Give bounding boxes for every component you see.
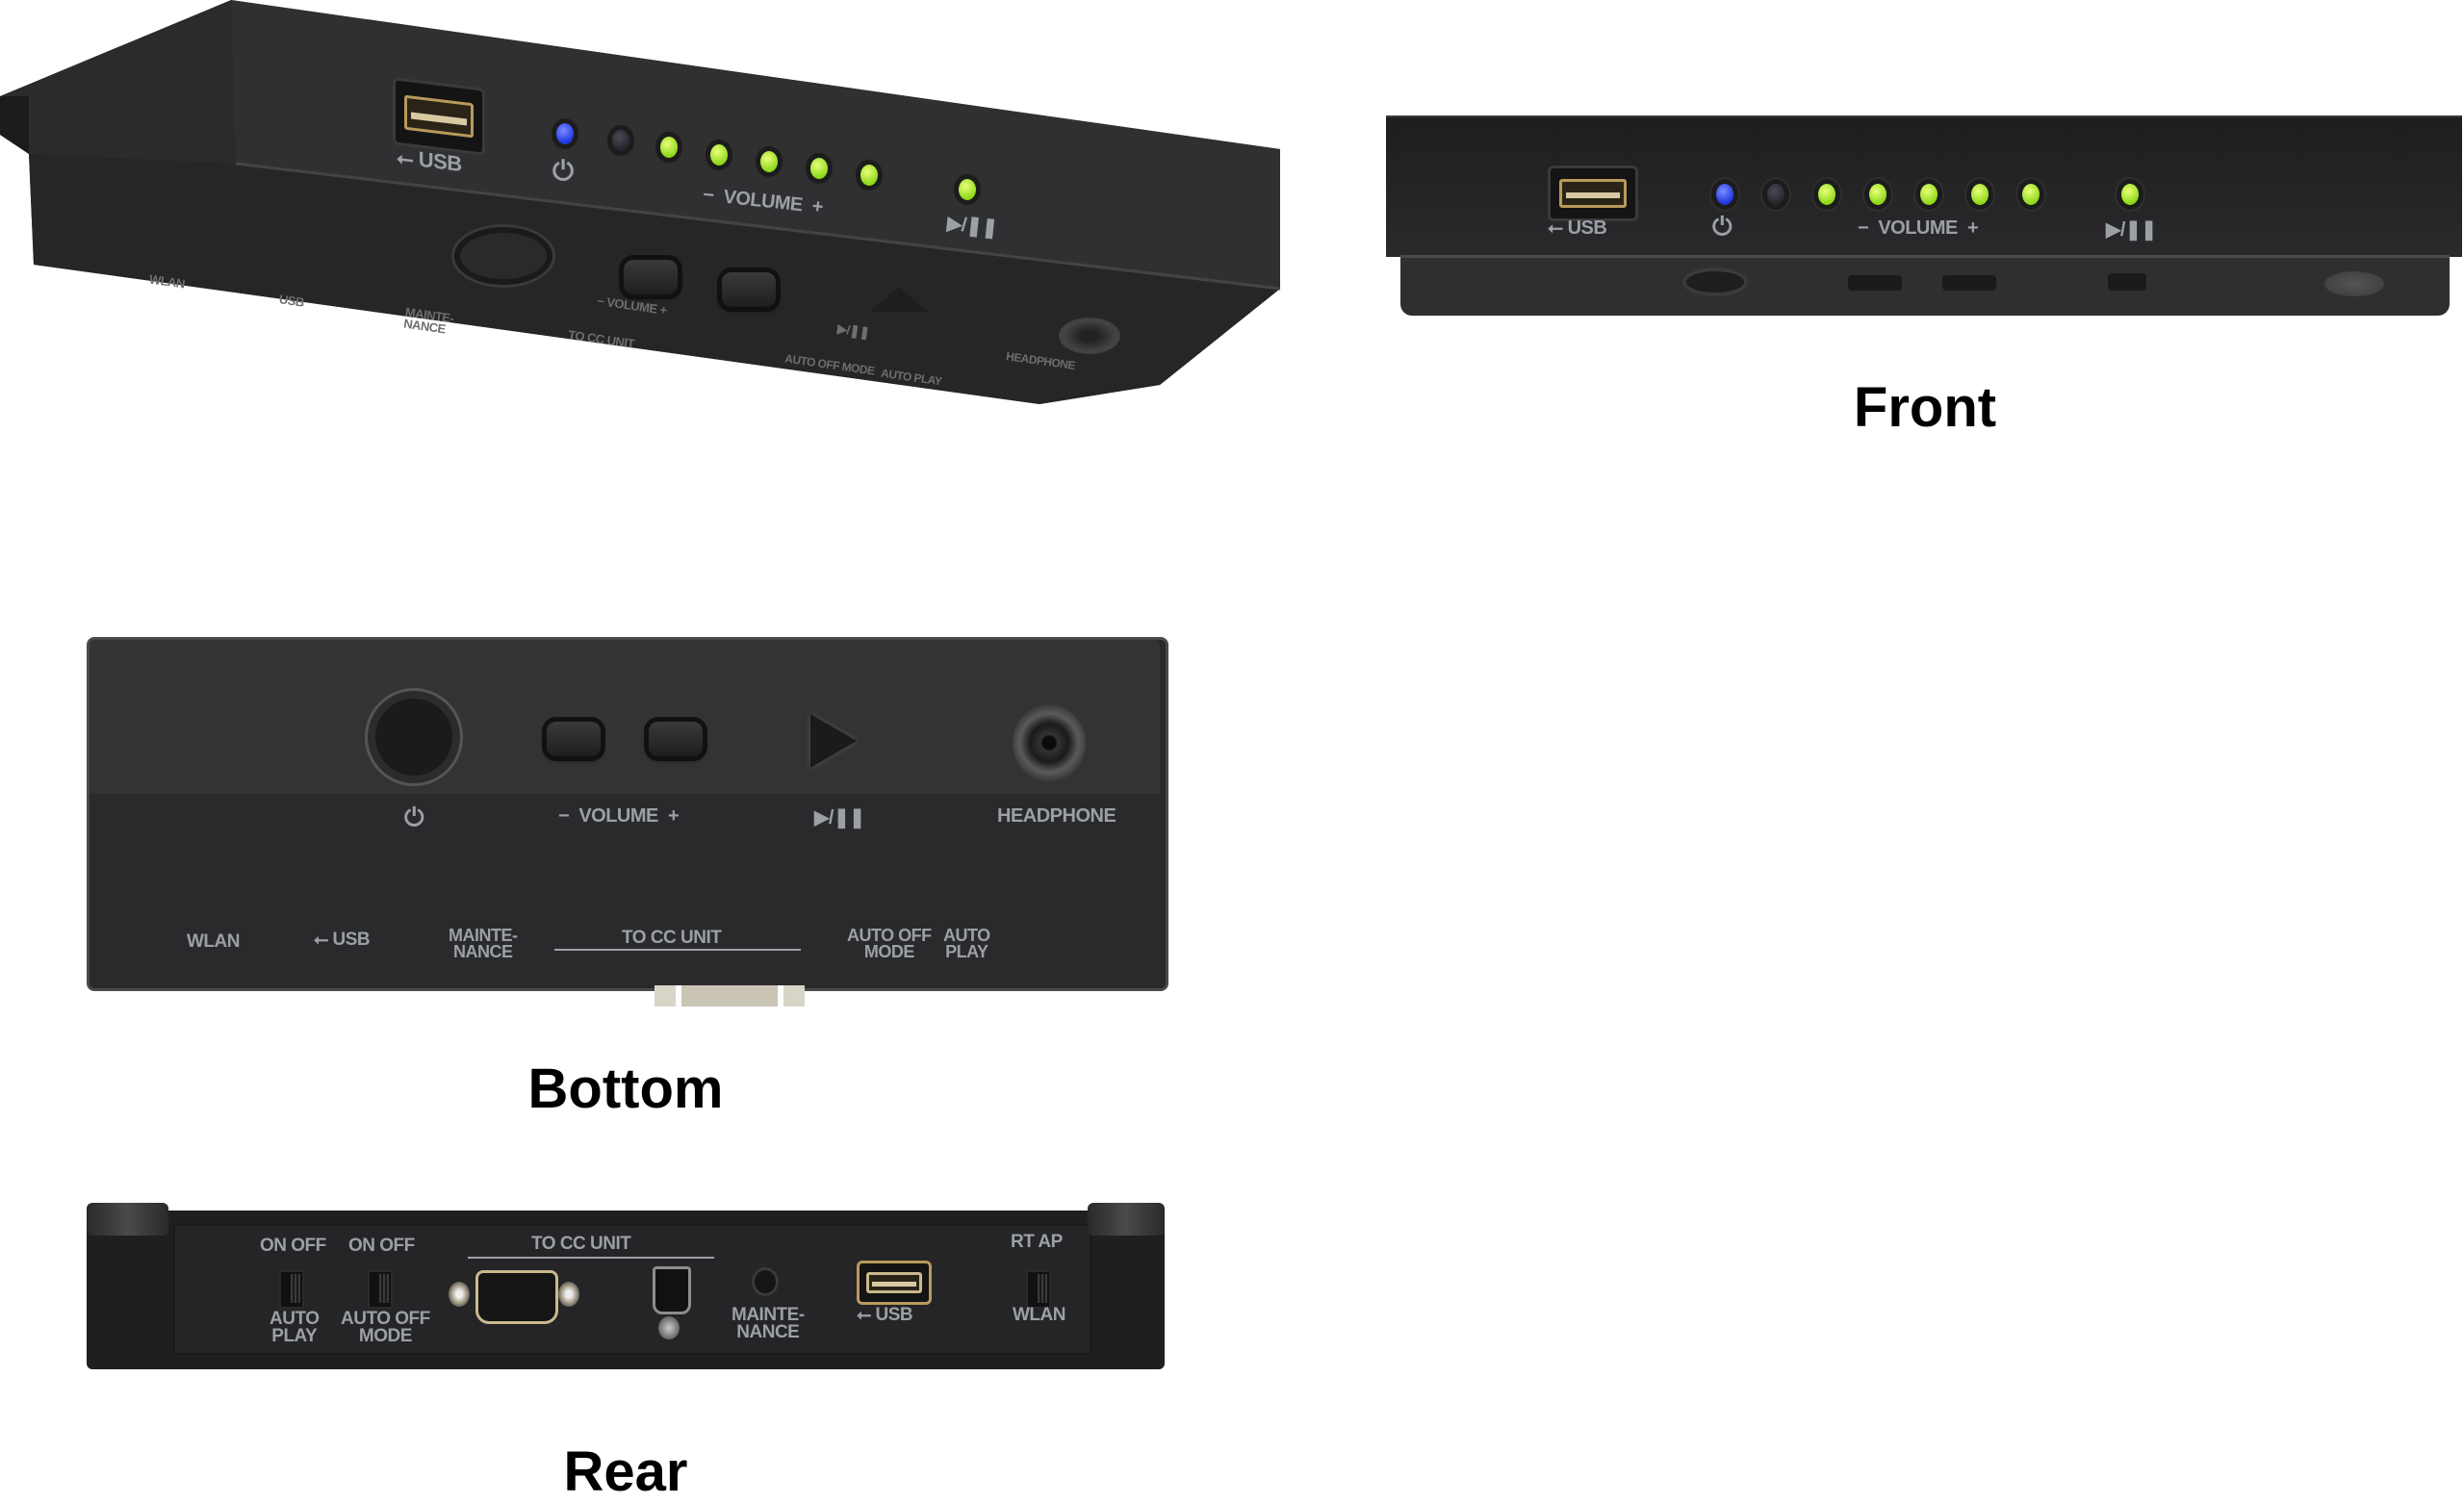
led-volume-4 bbox=[810, 158, 828, 179]
headphone-jack[interactable] bbox=[2324, 271, 2384, 296]
caption-front: Front bbox=[1853, 376, 1997, 439]
led-volume-3 bbox=[1920, 184, 1938, 205]
usb-b-port[interactable] bbox=[653, 1266, 691, 1314]
volume-up-button[interactable] bbox=[1942, 275, 1996, 291]
volume-label: − VOLUME + bbox=[558, 805, 680, 827]
led-volume-1 bbox=[660, 137, 678, 158]
volume-up-button[interactable] bbox=[722, 272, 776, 307]
play-pause-button[interactable] bbox=[2108, 273, 2146, 291]
power-icon: ⏻ bbox=[1712, 212, 1732, 241]
maintenance-label: MAINTE-NANCE bbox=[449, 926, 518, 961]
maintenance-label: MAINTE-NANCE bbox=[732, 1305, 805, 1342]
vga-screw-right bbox=[558, 1282, 579, 1307]
vga-connector-edge bbox=[654, 985, 805, 1007]
usb-icon: ⭠ bbox=[397, 145, 414, 172]
led-play-pause bbox=[2121, 184, 2139, 205]
to-cc-unit-label: TO CC UNIT bbox=[622, 928, 722, 948]
led-volume-4 bbox=[1971, 184, 1989, 205]
usb-label: ⭠ USB bbox=[857, 1305, 913, 1325]
usb-icon: ⭠ bbox=[857, 1305, 871, 1325]
front-view: ⭠ USB ⏻ − VOLUME + ▶/❚❚ bbox=[1386, 115, 2464, 318]
led-volume-2 bbox=[1869, 184, 1886, 205]
wlan-label: WLAN bbox=[187, 931, 240, 952]
headphone-label: HEADPHONE bbox=[997, 805, 1116, 827]
led-volume-2 bbox=[710, 144, 728, 166]
led-play-pause bbox=[959, 179, 976, 200]
headphone-jack[interactable] bbox=[1059, 318, 1120, 354]
led-status bbox=[612, 130, 629, 151]
play-pause-label: ▶/❚❚ bbox=[945, 213, 999, 240]
play-pause-button[interactable] bbox=[810, 714, 857, 768]
rear-foot-left bbox=[87, 1203, 168, 1236]
wlan-label: WLAN bbox=[1013, 1305, 1065, 1325]
maintenance-button[interactable] bbox=[755, 1270, 776, 1293]
led-power bbox=[556, 123, 574, 144]
usb-port[interactable] bbox=[1548, 166, 1638, 221]
autooff-onoff-label: ON OFF bbox=[348, 1236, 415, 1256]
caption-rear: Rear bbox=[563, 1440, 688, 1503]
bottom-view: ⏻ − VOLUME + ▶/❚❚ HEADPHONE WLAN ⭠ USB M… bbox=[87, 637, 1168, 1007]
wlan-mode-label: RT AP bbox=[1011, 1232, 1063, 1252]
play-pause-button[interactable] bbox=[870, 287, 928, 312]
rear-panel-inset bbox=[173, 1224, 1091, 1355]
volume-down-button[interactable] bbox=[1848, 275, 1902, 291]
to-cc-unit-label: TO CC UNIT bbox=[531, 1234, 631, 1254]
power-button[interactable] bbox=[460, 233, 547, 279]
vga-screw-left bbox=[449, 1282, 470, 1307]
power-button[interactable] bbox=[1686, 271, 1744, 293]
led-volume-1 bbox=[1818, 184, 1835, 205]
usb-icon: ⭠ bbox=[314, 930, 328, 950]
usb-a-port[interactable] bbox=[857, 1261, 932, 1305]
led-power bbox=[1716, 184, 1733, 205]
autoplay-onoff-label: ON OFF bbox=[260, 1236, 326, 1256]
power-icon: ⏻ bbox=[552, 156, 574, 186]
usb-label: ⭠ USB bbox=[1548, 217, 1607, 239]
play-pause-label: ▶/❚❚ bbox=[814, 807, 865, 828]
volume-label: − VOLUME + bbox=[1858, 217, 1979, 239]
angled-view: ⭠ USB ⏻ − VOLUME + ▶/❚❚ WLAN USB MAINTE-… bbox=[0, 0, 1290, 404]
vga-connector[interactable] bbox=[475, 1270, 558, 1324]
wlan-switch[interactable] bbox=[1026, 1270, 1051, 1309]
usb-label: ⭠ USB bbox=[314, 930, 371, 950]
screw bbox=[658, 1316, 680, 1339]
power-icon: ⏻ bbox=[404, 803, 424, 831]
auto-play-switch[interactable] bbox=[279, 1270, 304, 1309]
led-volume-5 bbox=[860, 165, 878, 186]
to-cc-unit-divider bbox=[554, 949, 801, 951]
headphone-jack[interactable] bbox=[1013, 704, 1086, 781]
rear-foot-right bbox=[1088, 1203, 1165, 1236]
usb-icon: ⭠ bbox=[1548, 217, 1563, 239]
led-status bbox=[1767, 184, 1784, 205]
bottom-device-top-strip bbox=[90, 640, 1160, 794]
power-button[interactable] bbox=[375, 699, 452, 776]
led-volume-5 bbox=[2022, 184, 2040, 205]
caption-bottom: Bottom bbox=[527, 1058, 724, 1120]
play-pause-label: ▶/❚❚ bbox=[2106, 219, 2157, 241]
volume-down-button[interactable] bbox=[547, 722, 601, 756]
led-volume-3 bbox=[760, 151, 778, 172]
auto-off-mode-switch[interactable] bbox=[368, 1270, 393, 1309]
to-cc-unit-divider bbox=[468, 1257, 714, 1259]
volume-up-button[interactable] bbox=[649, 722, 703, 756]
volume-down-button[interactable] bbox=[624, 260, 678, 294]
usb-port[interactable] bbox=[393, 77, 485, 156]
front-device-lower bbox=[1400, 255, 2450, 316]
